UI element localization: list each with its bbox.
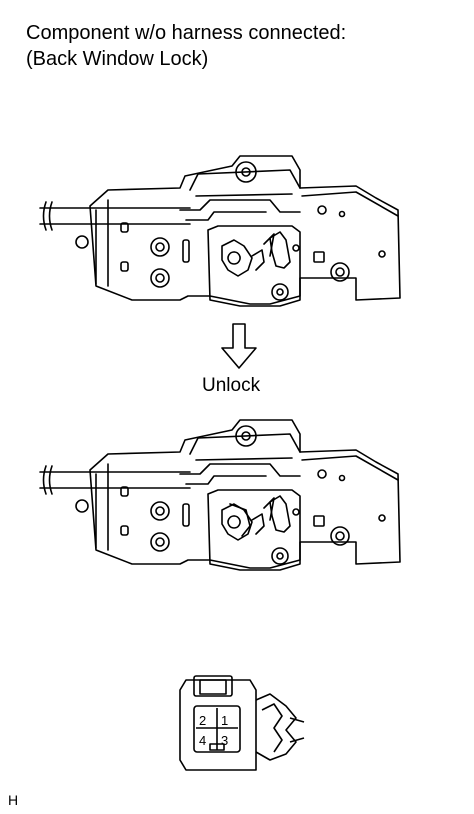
down-arrow-icon <box>221 323 257 369</box>
unlock-label: Unlock <box>202 375 261 396</box>
connector-pin-1: 1 <box>221 713 228 728</box>
connector-pin-3: 3 <box>221 733 228 748</box>
diagram-title: Component w/o harness connected: (Back W… <box>26 20 346 72</box>
title-line-2: (Back Window Lock) <box>26 48 209 70</box>
connector-pin-4: 4 <box>199 733 206 748</box>
lock-assembly-locked <box>39 155 401 307</box>
title-line-1: Component w/o harness connected: <box>26 22 347 44</box>
connector-pin-2: 2 <box>199 713 206 728</box>
figure-code: H <box>8 792 19 808</box>
lock-assembly-unlocked <box>39 419 401 571</box>
connector-illustration <box>179 675 305 771</box>
